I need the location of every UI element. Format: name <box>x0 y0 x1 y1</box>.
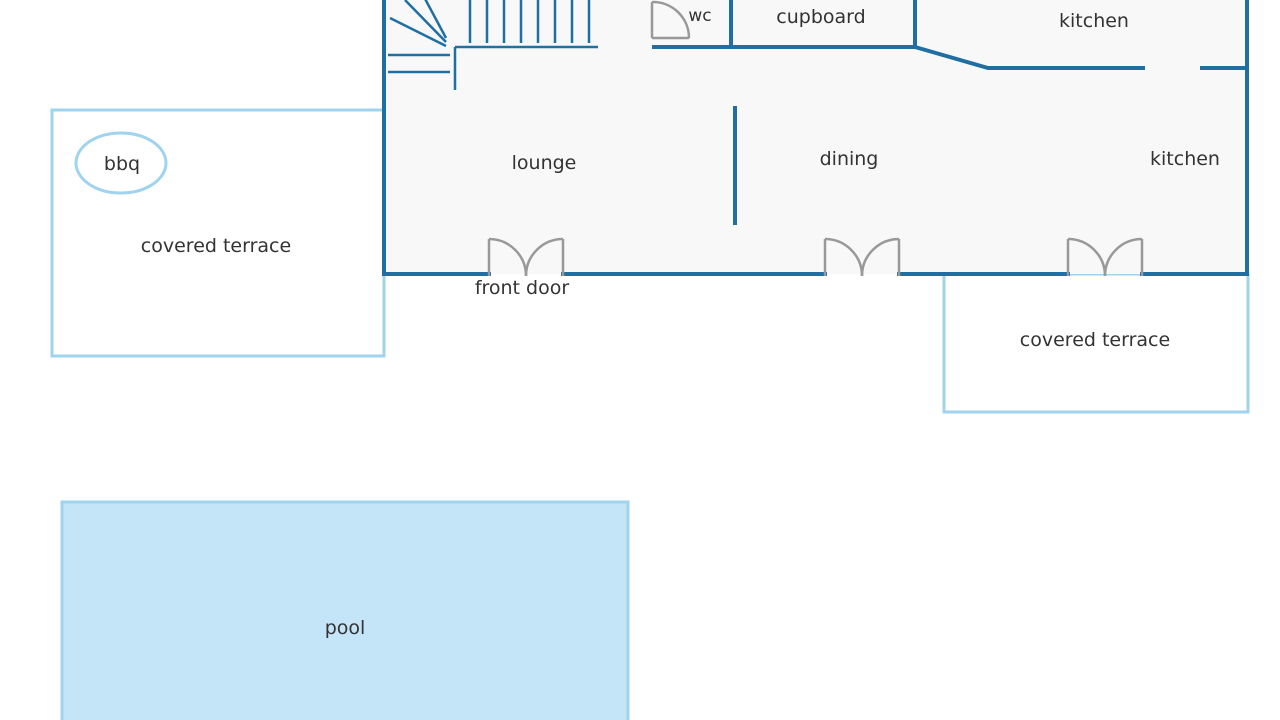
pool <box>60 500 630 720</box>
interior-walls <box>652 0 1247 225</box>
kitchen-upper-label: kitchen <box>1059 10 1129 32</box>
wc-label: wc <box>688 6 711 26</box>
bbq-label: bbq <box>104 153 140 175</box>
front-door-label: front door <box>475 277 570 299</box>
lounge-label: lounge <box>512 152 577 174</box>
front-door-swing <box>487 237 565 277</box>
dining-label: dining <box>820 148 879 170</box>
covered-terrace-right-label: covered terrace <box>1020 329 1170 351</box>
house-floor <box>384 0 1248 274</box>
covered-terrace-right <box>942 272 1250 414</box>
exterior-walls <box>382 0 1249 276</box>
covered-terrace-left-label: covered terrace <box>141 235 291 257</box>
wc-door <box>650 0 691 40</box>
bbq-grill <box>74 131 168 195</box>
pool-label: pool <box>325 617 366 639</box>
cupboard-label: cupboard <box>776 6 865 28</box>
dining-door-swing <box>823 237 901 277</box>
staircase <box>388 0 598 90</box>
kitchen-lower-label: kitchen <box>1150 148 1220 170</box>
kitchen-door-swing <box>1066 237 1144 277</box>
